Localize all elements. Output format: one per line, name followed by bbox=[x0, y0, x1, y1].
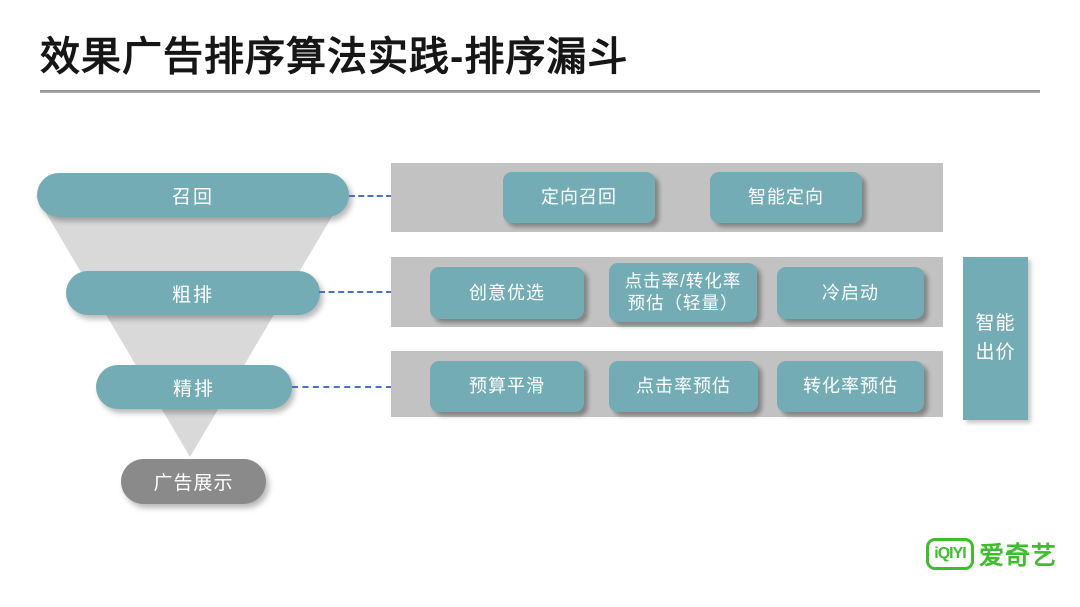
connector-line-coarse-rank bbox=[319, 291, 392, 293]
module-smart-targeting: 智能定向 bbox=[710, 172, 862, 223]
iqiyi-logo-wordmark: 爱奇艺 bbox=[979, 542, 1058, 570]
module-targeted-recall: 定向召回 bbox=[503, 172, 655, 223]
funnel-stage-label: 召回 bbox=[171, 186, 214, 208]
connector-line-recall bbox=[349, 195, 392, 197]
module-label: 智能定向 bbox=[748, 187, 824, 208]
module-cold-start: 冷启动 bbox=[777, 267, 924, 319]
module-ctr-estimate: 点击率预估 bbox=[609, 361, 758, 412]
smart-bidding-label: 智能 出价 bbox=[975, 313, 1016, 363]
funnel-stage-label: 精排 bbox=[172, 378, 215, 400]
funnel-output-ad-display: 广告展示 bbox=[121, 459, 266, 504]
page-title: 效果广告排序算法实践-排序漏斗 bbox=[40, 35, 629, 79]
funnel-output-label: 广告展示 bbox=[153, 473, 234, 494]
module-label: 点击率预估 bbox=[636, 376, 731, 397]
module-ctr-cvr-light-estimate: 点击率/转化率 预估（轻量） bbox=[609, 263, 757, 322]
module-budget-smoothing: 预算平滑 bbox=[430, 361, 584, 412]
module-label: 冷启动 bbox=[822, 282, 879, 303]
module-cvr-estimate: 转化率预估 bbox=[777, 361, 924, 412]
funnel-stage-recall: 召回 bbox=[37, 173, 349, 217]
connector-line-fine-rank bbox=[292, 386, 392, 388]
module-label: 创意优选 bbox=[469, 282, 545, 303]
iqiyi-logo-badge: iQIYI bbox=[926, 538, 974, 570]
module-creative-selection: 创意优选 bbox=[430, 267, 584, 319]
smart-bidding-bar: 智能 出价 bbox=[963, 257, 1028, 420]
title-divider bbox=[40, 90, 1040, 93]
funnel-stage-label: 粗排 bbox=[171, 284, 214, 306]
module-label: 点击率/转化率 预估（轻量） bbox=[624, 270, 742, 313]
module-label: 转化率预估 bbox=[803, 376, 898, 397]
module-label: 预算平滑 bbox=[469, 376, 545, 397]
funnel-stage-coarse-rank: 粗排 bbox=[66, 271, 320, 315]
module-label: 定向召回 bbox=[541, 187, 617, 208]
funnel-triangle bbox=[36, 196, 344, 457]
iqiyi-logo: iQIYI 爱奇艺 bbox=[926, 536, 1057, 572]
funnel-stage-fine-rank: 精排 bbox=[96, 365, 292, 409]
